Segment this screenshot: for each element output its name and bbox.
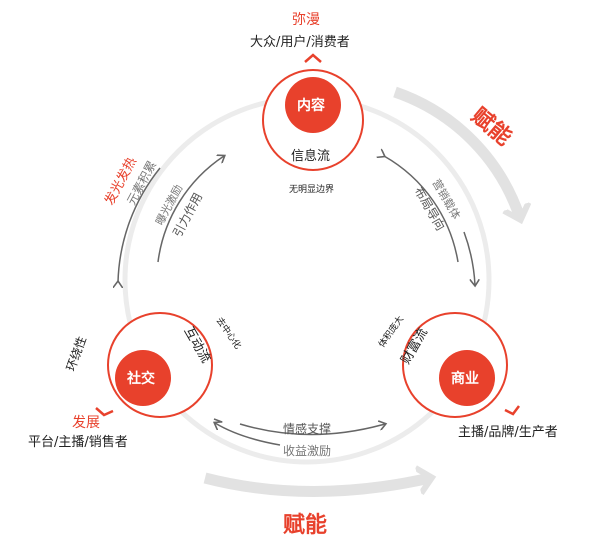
left-audience: 平台/主播/销售者 bbox=[28, 434, 128, 450]
left-link-inner-arrow bbox=[157, 156, 224, 263]
content-node bbox=[285, 77, 341, 133]
commerce-node-label: 商业 bbox=[451, 370, 479, 387]
empower-arc-top-right bbox=[393, 86, 520, 218]
top-audience: 大众/用户/消费者 bbox=[250, 34, 350, 50]
bottom-link-left-arrow bbox=[215, 423, 281, 446]
content-note: 无明显边界 bbox=[289, 184, 334, 195]
bottom-link-label-2: 收益激励 bbox=[283, 444, 331, 458]
bottom-link-right-arrow bbox=[239, 424, 385, 436]
chevron-left-icon bbox=[95, 407, 114, 417]
left-link-outer-arrow bbox=[118, 167, 161, 282]
right-link-outer-arrow bbox=[463, 231, 475, 285]
commerce-node bbox=[439, 350, 495, 406]
bottom-link-label-1: 情感支撑 bbox=[283, 421, 331, 436]
content-node-label: 内容 bbox=[297, 97, 325, 114]
social-note: 去中心化 bbox=[214, 315, 244, 351]
top-tag: 弥漫 bbox=[292, 11, 320, 28]
social-node bbox=[115, 350, 171, 406]
empower-arc-bottom bbox=[203, 478, 430, 497]
commerce-note: 体积庞大 bbox=[376, 313, 406, 349]
left-tag: 发展 bbox=[72, 415, 100, 431]
chevron-up-icon bbox=[304, 53, 322, 63]
chevron-right-icon bbox=[504, 405, 520, 416]
social-side-label: 环绕性 bbox=[64, 334, 89, 373]
social-node-label: 社交 bbox=[126, 370, 155, 387]
empower-label-bottom: 赋能 bbox=[283, 512, 327, 538]
right-link-inner-arrow bbox=[384, 156, 459, 263]
bottom-link-left-arrowhead bbox=[213, 418, 223, 423]
right-audience: 主播/品牌/生产者 bbox=[458, 424, 558, 440]
content-flow-label: 信息流 bbox=[291, 148, 330, 164]
